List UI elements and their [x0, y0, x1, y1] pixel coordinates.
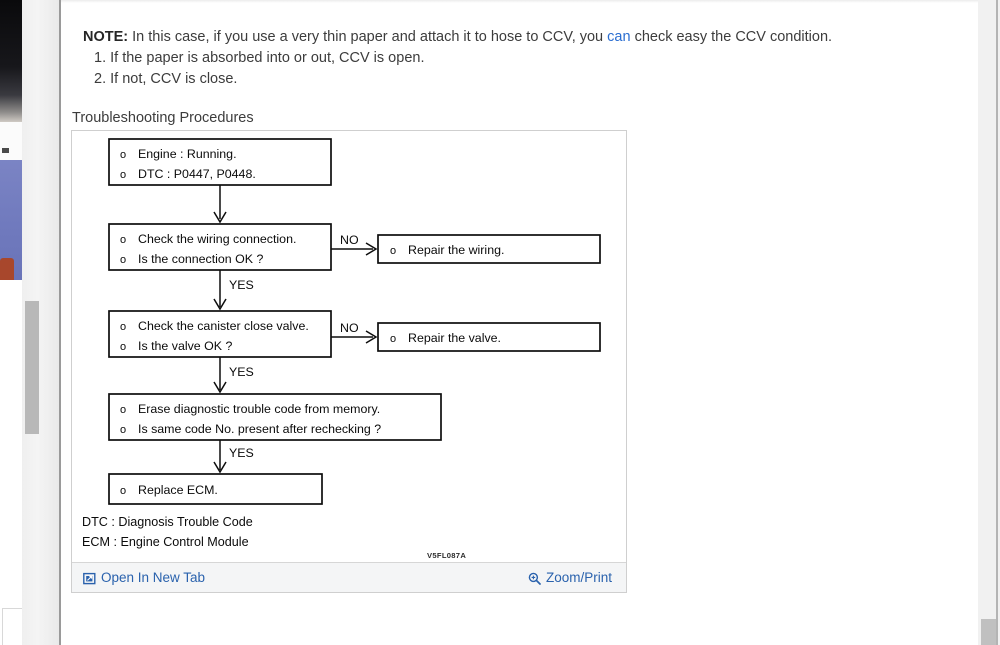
- node-start-line-1: Engine : Running.: [138, 147, 237, 161]
- note-list-item-2: 2. If not, CCV is close.: [94, 71, 238, 87]
- node-check-valve-line-1: Check the canister close valve.: [138, 319, 309, 333]
- flowchart-node-check-valve: o Check the canister close valve. o Is t…: [108, 310, 332, 358]
- node-check-wiring-line-1: Check the wiring connection.: [138, 232, 296, 246]
- vertical-scrollbar-thumb[interactable]: [25, 301, 39, 434]
- flowchart-connectors: [213, 185, 378, 474]
- note-inline-link[interactable]: can: [607, 29, 631, 45]
- flowchart-node-repair-valve: o Repair the valve.: [377, 322, 601, 352]
- troubleshooting-flowchart: NO YES NO YES YES o Engine : Running. o …: [82, 138, 601, 560]
- sliver-text-fragment: [2, 148, 9, 153]
- edge-label-valve-yes: YES: [229, 365, 254, 379]
- figure-card: NO YES NO YES YES o Engine : Running. o …: [71, 130, 627, 593]
- edge-label-wiring-no: NO: [340, 233, 359, 247]
- node-erase-code-line-1: Erase diagnostic trouble code from memor…: [138, 402, 380, 416]
- node-repair-wiring-line-1: Repair the wiring.: [408, 243, 504, 257]
- bullet-glyph: o: [120, 485, 126, 497]
- legend-line-dtc: DTC : Diagnosis Trouble Code: [82, 515, 253, 529]
- figure-footer-toolbar: Open In New Tab Zoom/Print: [72, 562, 626, 592]
- sliver-orange-shape: [0, 258, 14, 280]
- sliver-white-strip: [0, 122, 22, 160]
- sliver-bottom-card: [2, 608, 22, 645]
- sliver-dark-image: [0, 0, 22, 122]
- flowchart-legend: DTC : Diagnosis Trouble Code ECM : Engin…: [82, 515, 253, 549]
- figure-image-canvas[interactable]: NO YES NO YES YES o Engine : Running. o …: [72, 131, 626, 562]
- node-check-valve-line-2: Is the valve OK ?: [138, 339, 232, 353]
- bullet-glyph: o: [120, 341, 126, 353]
- sliver-lower-white: [0, 280, 22, 605]
- node-check-wiring-line-2: Is the connection OK ?: [138, 252, 263, 266]
- figure-code-label: V5FL087A: [427, 551, 466, 560]
- flowchart-node-start: o Engine : Running. o DTC : P0447, P0448…: [108, 138, 332, 186]
- node-box-start: [108, 138, 332, 186]
- note-lead-label: NOTE:: [83, 29, 129, 45]
- zoom-print-button[interactable]: Zoom/Print: [528, 569, 612, 587]
- arrowhead-erase-yes: [213, 461, 227, 474]
- node-repair-valve-line-1: Repair the valve.: [408, 331, 501, 345]
- zoom-print-label: Zoom/Print: [545, 570, 612, 585]
- bullet-glyph: o: [390, 333, 396, 345]
- open-in-new-tab-icon: [83, 572, 96, 585]
- node-erase-code-line-2: Is same code No. present after recheckin…: [138, 422, 381, 436]
- note-text-before-link: In this case, if you use a very thin pap…: [128, 29, 608, 45]
- node-replace-ecm-line-1: Replace ECM.: [138, 483, 218, 497]
- bullet-glyph: o: [120, 321, 126, 333]
- note-text-after-link: check easy the CCV condition.: [630, 29, 833, 45]
- section-caption: Troubleshooting Procedures: [72, 110, 254, 126]
- node-box-erase-code: [108, 393, 442, 441]
- secondary-scrollbar-thumb[interactable]: [981, 619, 996, 645]
- bullet-glyph: o: [120, 149, 126, 161]
- open-in-new-tab-button[interactable]: Open In New Tab: [83, 569, 205, 587]
- magnifier-plus-icon: [528, 572, 541, 585]
- node-box-repair-wiring: [377, 234, 601, 264]
- flowchart-node-check-wiring: o Check the wiring connection. o Is the …: [108, 223, 332, 271]
- arrowhead-wiring-no: [365, 242, 378, 256]
- arrowhead-valve-yes: [213, 381, 227, 394]
- bullet-glyph: o: [120, 424, 126, 436]
- note-primary-line: NOTE: In this case, if you use a very th…: [83, 27, 883, 48]
- flowchart-node-replace-ecm: o Replace ECM.: [108, 473, 323, 505]
- legend-line-ecm: ECM : Engine Control Module: [82, 535, 249, 549]
- right-margin: [978, 0, 1000, 645]
- flowchart-node-repair-wiring: o Repair the wiring.: [377, 234, 601, 264]
- note-block: NOTE: In this case, if you use a very th…: [83, 27, 883, 90]
- flowchart-node-erase-code: o Erase diagnostic trouble code from mem…: [108, 393, 442, 441]
- adjacent-page-sliver: [0, 0, 22, 645]
- arrowhead-wiring-yes: [213, 298, 227, 311]
- bullet-glyph: o: [120, 169, 126, 181]
- edge-label-erase-yes: YES: [229, 446, 254, 460]
- node-box-repair-valve: [377, 322, 601, 352]
- right-edge-line: [996, 0, 998, 645]
- document-panel: NOTE: In this case, if you use a very th…: [61, 0, 978, 645]
- bullet-glyph: o: [390, 245, 396, 257]
- bullet-glyph: o: [120, 404, 126, 416]
- sliver-blue-panel: [0, 160, 22, 280]
- edge-label-wiring-yes: YES: [229, 278, 254, 292]
- node-box-replace-ecm: [108, 473, 323, 505]
- flowchart-edge-labels: NO YES NO YES YES: [229, 233, 359, 460]
- arrowhead-valve-no: [365, 330, 378, 344]
- bullet-glyph: o: [120, 234, 126, 246]
- arrowhead-start-to-wiring: [213, 211, 227, 224]
- node-start-line-2: DTC : P0447, P0448.: [138, 167, 256, 181]
- bullet-glyph: o: [120, 254, 126, 266]
- edge-label-valve-no: NO: [340, 321, 359, 335]
- open-in-new-tab-label: Open In New Tab: [101, 570, 206, 585]
- note-list-item-1: 1. If the paper is absorbed into or out,…: [94, 50, 425, 66]
- node-box-check-valve: [108, 310, 332, 358]
- gutter-edge-line: [59, 0, 61, 645]
- node-box-check-wiring: [108, 223, 332, 271]
- document-top-shadow: [61, 0, 978, 3]
